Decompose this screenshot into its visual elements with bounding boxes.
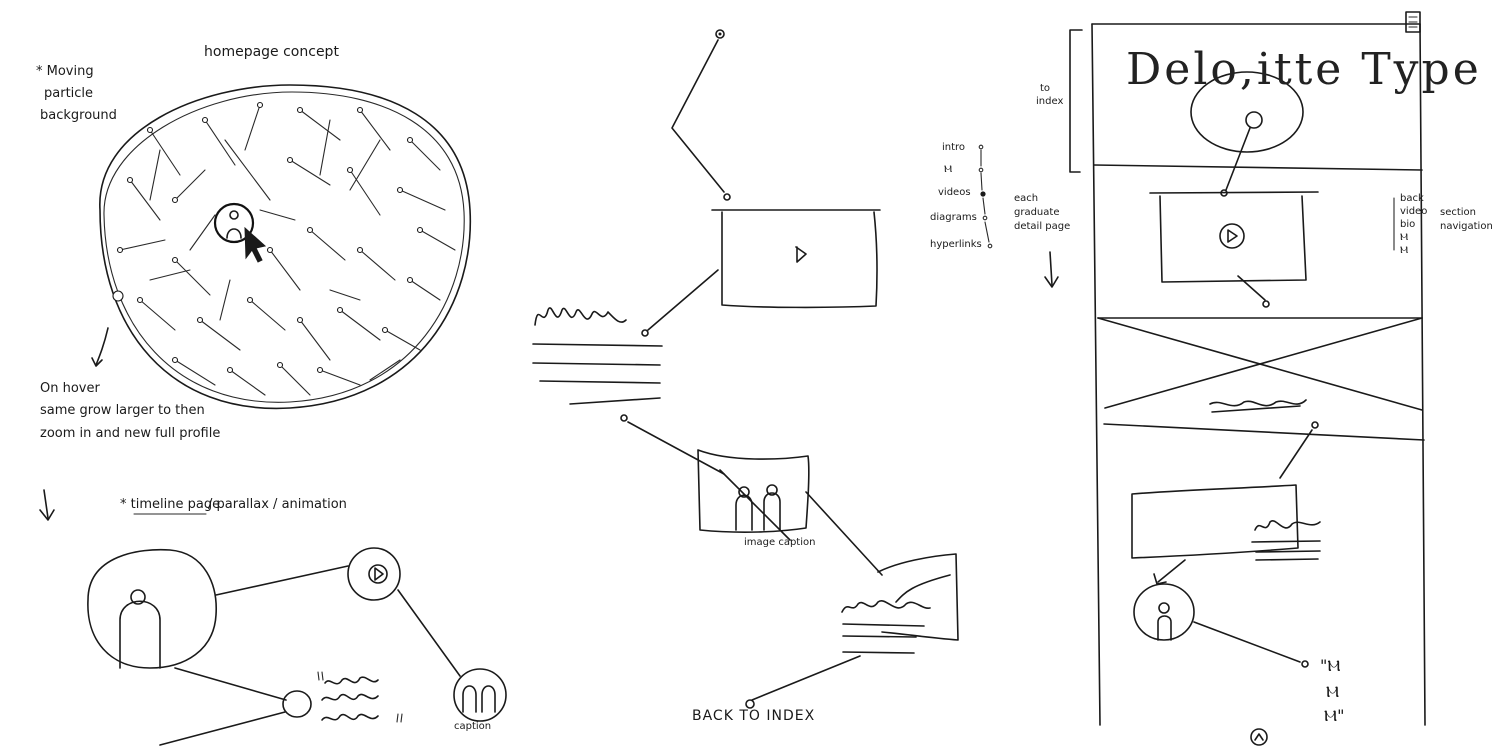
to-index-note-2: index [1036, 96, 1064, 107]
side-nav-item[interactable]: diagrams [930, 212, 977, 223]
timeline-label-b: / parallax / animation [208, 497, 347, 512]
person-icon [213, 202, 255, 244]
particle-circle [99, 84, 472, 410]
quote-line-2: Ⲙ [1326, 682, 1340, 701]
menu-icon [1408, 16, 1418, 28]
particle-field [112, 101, 456, 396]
profile-page-title: Delo,itte Type [1126, 44, 1482, 95]
hover-note-line-3: zoom in and new full profile [40, 426, 221, 441]
section-nav-item[interactable]: video [1400, 206, 1428, 217]
arrow-up-icon [1250, 728, 1268, 746]
hover-note-line-2: same grow larger to then [40, 403, 205, 418]
timeline-caption: caption [454, 721, 492, 732]
each-graduate-note-2: graduate [1014, 207, 1060, 218]
side-nav-item[interactable]: hyperlinks [930, 239, 982, 250]
back-to-index-link[interactable]: BACK TO INDEX [692, 708, 816, 724]
side-nav-sketch [978, 144, 1059, 288]
section-nav-label-2: navigation [1440, 221, 1493, 232]
each-graduate-note-3: detail page [1014, 221, 1071, 232]
detail-page-sketch [532, 29, 959, 709]
each-graduate-note-1: each [1014, 193, 1039, 204]
note-background-line-3: background [40, 108, 117, 123]
profile-page-sketch [1069, 11, 1426, 746]
side-nav-item[interactable]: videos [938, 187, 971, 198]
timeline-diagram [87, 547, 507, 746]
homepage-title: homepage concept [204, 44, 339, 60]
image-caption: image caption [744, 537, 816, 548]
section-nav-item[interactable]: back [1400, 193, 1424, 204]
note-background-line-1: * Moving [36, 64, 94, 79]
section-nav-item[interactable]: bio [1400, 219, 1416, 230]
section-nav-item[interactable]: Ⲙ [1400, 245, 1409, 256]
note-background-line-2: particle [44, 86, 94, 101]
section-nav-label-1: section [1440, 207, 1477, 218]
play-icon [374, 567, 384, 581]
side-nav-item[interactable]: intro [942, 142, 966, 153]
hover-note-line-1: On hover [40, 381, 100, 396]
section-nav-item[interactable]: Ⲙ [1400, 232, 1409, 243]
timeline-label-a: * timeline page [120, 497, 221, 512]
quote-line-3: Ⲙ" [1324, 706, 1345, 725]
cursor-icon [244, 226, 267, 263]
quote-line-1: "Ⲙ [1320, 656, 1341, 675]
to-index-note-1: to [1040, 83, 1051, 94]
side-nav-item[interactable]: Ⲙ [944, 164, 953, 175]
